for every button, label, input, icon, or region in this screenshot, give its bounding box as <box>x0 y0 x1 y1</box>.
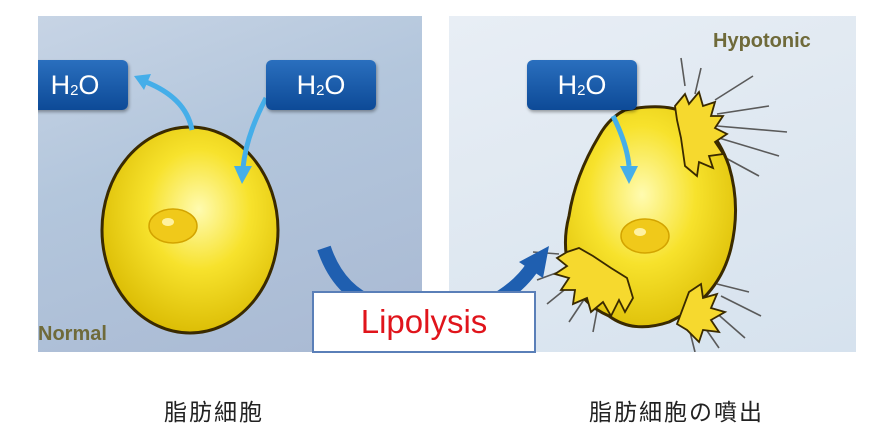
hypotonic-label: Hypotonic <box>713 30 811 52</box>
water-out-arrow <box>145 79 195 131</box>
water-in-arrow <box>240 96 269 169</box>
bursting-cell-illustration <box>485 57 788 352</box>
lipolysis-label: Lipolysis <box>312 291 536 353</box>
transition-arrowhead <box>519 246 549 278</box>
burst-cell-caption: 脂肪細胞の噴出 <box>589 400 764 426</box>
normal-label: Normal <box>38 323 107 345</box>
ruptured-membrane-bottom <box>552 247 634 318</box>
ruptured-membrane-top <box>674 90 729 178</box>
normal-cell-caption: 脂肪細胞 <box>164 400 264 426</box>
nucleus <box>620 218 670 254</box>
water-in-arrow <box>610 114 632 167</box>
nucleus <box>148 208 198 244</box>
normal-cell-illustration <box>100 74 377 335</box>
ruptured-membrane-right <box>675 282 728 344</box>
